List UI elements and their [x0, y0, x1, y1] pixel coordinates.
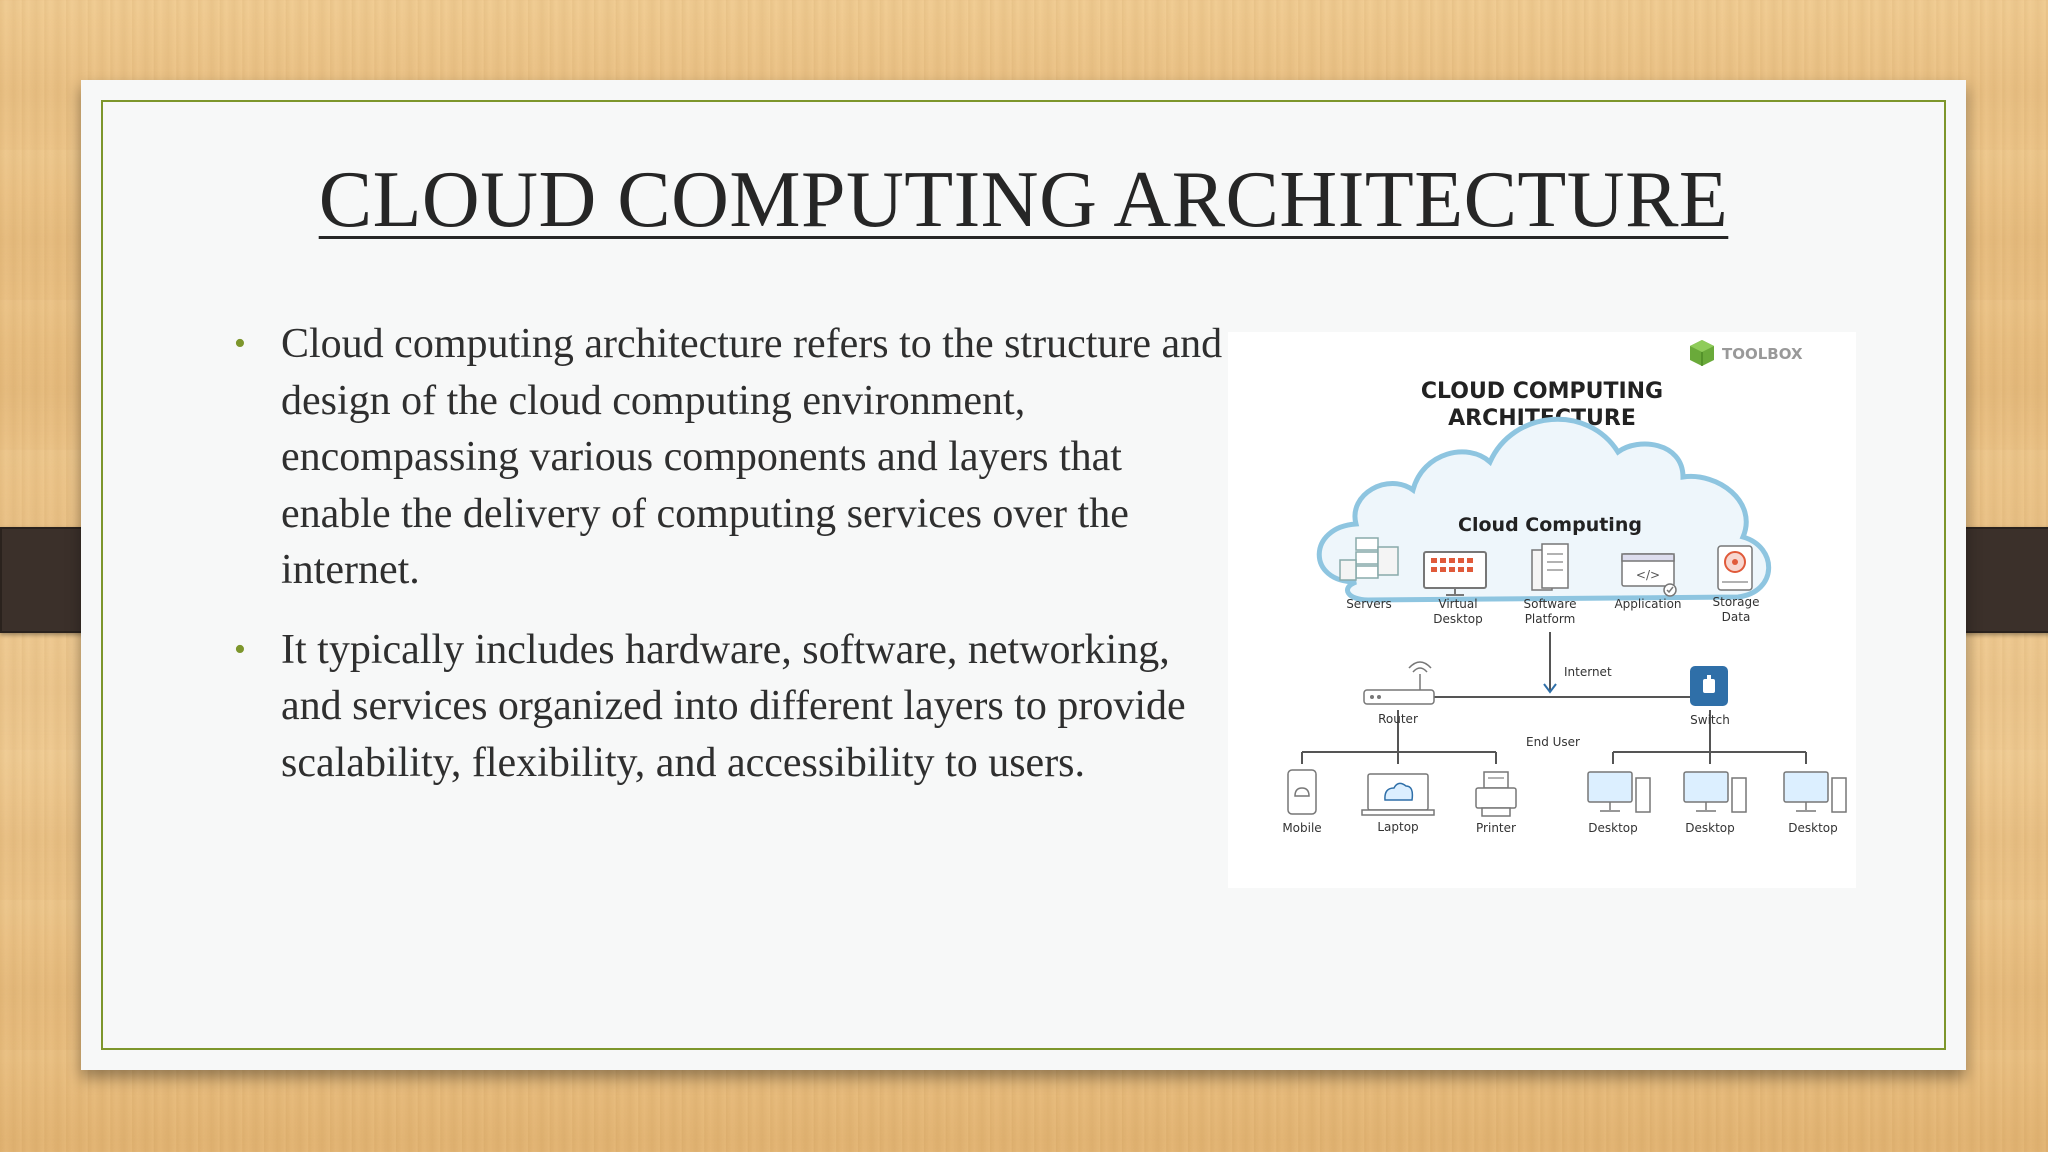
- end-user-label: End User: [1526, 735, 1580, 749]
- cloud-item-label-line2: Platform: [1525, 612, 1576, 626]
- toolbox-logo-icon: [1690, 340, 1714, 366]
- cloud-item-label-line2: Desktop: [1433, 612, 1483, 626]
- slide-title: CLOUD COMPUTING ARCHITECTURE: [318, 156, 1729, 244]
- mobile-phone-icon: [1287, 769, 1317, 815]
- device-label: Desktop: [1588, 821, 1638, 835]
- slide: CLOUD COMPUTING ARCHITECTURE • Cloud com…: [81, 80, 1966, 1070]
- cloud-item-label: Application: [1614, 597, 1681, 611]
- bullet-list: • Cloud computing architecture refers to…: [234, 316, 1234, 814]
- device-label: Mobile: [1282, 821, 1321, 835]
- browser-code-icon: </>: [1621, 553, 1677, 597]
- cloud-item-label-line2: Data: [1722, 610, 1751, 624]
- internet-label: Internet: [1564, 665, 1612, 679]
- slide-border-frame: [101, 100, 1946, 1050]
- cloud-item-label: Servers: [1346, 597, 1392, 611]
- cloud-item-label: Software: [1524, 597, 1577, 611]
- device-label: Printer: [1476, 821, 1516, 835]
- printer-icon: [1475, 771, 1517, 817]
- router-label: Router: [1378, 712, 1418, 726]
- network-connections: [1301, 632, 1807, 764]
- bullet-item: • It typically includes hardware, softwa…: [234, 622, 1234, 792]
- cloud-item-label: Storage: [1713, 595, 1760, 609]
- brand-label: TOOLBOX: [1722, 345, 1803, 363]
- monitor-icon: [1423, 551, 1487, 596]
- bullet-dot-icon: •: [234, 325, 246, 362]
- cloud-label: Cloud Computing: [1458, 514, 1642, 536]
- svg-text:</>: </>: [1636, 568, 1660, 582]
- desktop-computer-icon: [1587, 771, 1651, 813]
- desktop-computer-icon: [1783, 771, 1847, 813]
- router-icon: [1363, 661, 1435, 705]
- bullet-item: • Cloud computing architecture refers to…: [234, 316, 1234, 599]
- diagram-title-line1: CLOUD COMPUTING: [1421, 379, 1663, 404]
- server-rack-icon: [1339, 537, 1399, 581]
- device-label: Laptop: [1377, 820, 1418, 834]
- bullet-text: It typically includes hardware, software…: [281, 626, 1186, 786]
- cloud-item-label: Virtual: [1438, 597, 1477, 611]
- device-label: Desktop: [1685, 821, 1735, 835]
- software-stack-icon: [1531, 543, 1569, 591]
- internet-arrow-icon: [1543, 683, 1557, 694]
- device-label: Desktop: [1788, 821, 1838, 835]
- architecture-diagram: TOOLBOX CLOUD COMPUTING ARCHITECTURE Clo…: [1228, 332, 1856, 888]
- bullet-text: Cloud computing architecture refers to t…: [281, 321, 1223, 593]
- desktop-computer-icon: [1683, 771, 1747, 813]
- bullet-dot-icon: •: [234, 630, 246, 668]
- architecture-diagram-svg: TOOLBOX CLOUD COMPUTING ARCHITECTURE Clo…: [1282, 340, 1847, 835]
- switch-icon: [1690, 666, 1728, 706]
- laptop-icon: [1361, 773, 1435, 816]
- hard-drive-icon: [1717, 545, 1753, 591]
- switch-label: Switch: [1690, 713, 1730, 727]
